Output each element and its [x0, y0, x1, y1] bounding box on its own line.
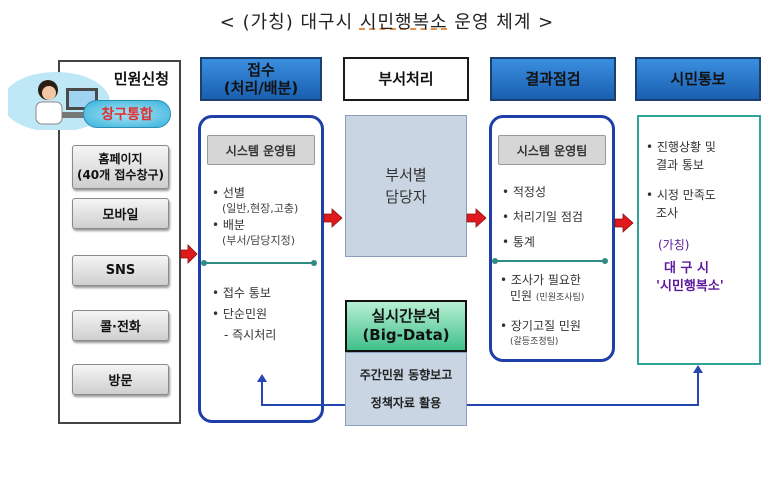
channel-homepage-sub: (40개 접수창구) — [76, 168, 165, 182]
arrow-reception-to-dept — [323, 208, 343, 228]
review-items: • 적정성 • 처리기일 점검 • 통계 — [502, 180, 612, 255]
bigdata-report: 주간민원 동향보고 — [359, 368, 453, 382]
reception-sort-sub: (일반,현장,고충) — [222, 202, 299, 215]
header-review: 결과점검 — [490, 57, 616, 101]
notify-item1b: 결과 통보 — [656, 158, 704, 172]
review-survey-2: 민원 — [510, 289, 533, 303]
review-divider-dot-left — [492, 258, 498, 264]
title-prefix: < (가칭) 대구시 — [219, 12, 360, 33]
notify-item1a: • 진행상황 및 — [646, 140, 716, 154]
notify-name-brand: '시민행복소' — [656, 279, 724, 294]
channel-mobile: 모바일 — [72, 198, 169, 229]
return-arrowhead-right — [693, 365, 703, 373]
bigdata-body: 주간민원 동향보고 정책자료 활용 — [345, 352, 467, 426]
review-longterm-sub: (갈등조정팀) — [510, 337, 559, 347]
reception-divider — [204, 262, 314, 264]
review-item-deadline: • 처리기일 점검 — [502, 210, 583, 224]
channel-homepage-label: 홈페이지 — [98, 152, 143, 166]
header-dept: 부서처리 — [343, 57, 469, 101]
arrow-dept-to-review — [466, 208, 487, 228]
header-reception-line1: 접수 — [247, 61, 275, 79]
reception-lower: • 접수 통보 • 단순민원 - 즉시처리 — [212, 283, 322, 346]
review-item-stats: • 통계 — [502, 235, 535, 249]
title-highlight: 시민행복소 — [359, 12, 448, 33]
header-reception: 접수 (처리/배분) — [200, 57, 322, 101]
channel-visit: 방문 — [72, 364, 169, 395]
reception-assign-text: • 배분 — [212, 218, 245, 232]
channel-homepage: 홈페이지 (40개 접수창구) — [72, 145, 169, 189]
bigdata-header: 실시간분석 (Big-Data) — [345, 300, 467, 352]
return-line-right — [467, 372, 699, 406]
diagram-title: < (가칭) 대구시 시민행복소 운영 체계 > — [0, 8, 774, 34]
unified-window-badge: 창구통합 — [83, 100, 171, 128]
reception-divider-dot-right — [311, 260, 317, 266]
notify-provisional: (가칭) — [658, 238, 690, 252]
reception-instant: - 즉시처리 — [224, 328, 277, 342]
notify-item2b: 조사 — [656, 206, 679, 220]
reception-sort: • 선별 (일반,현장,고충) • 배분 (부서/담당지정) — [212, 185, 322, 249]
notify-items: • 진행상황 및 결과 통보 • 시정 만족도 조사 (가칭) 대 구 시 '시… — [646, 138, 758, 296]
notify-name-city: 대 구 시 — [664, 261, 709, 276]
header-apply: 민원신청 — [113, 70, 169, 88]
notify-item2a: • 시정 만족도 — [646, 188, 716, 202]
review-divider — [495, 260, 605, 262]
dept-box-line1: 부서별 — [385, 166, 427, 184]
reception-sort-text: • 선별 — [212, 186, 245, 200]
reception-assign-sub: (부서/담당지정) — [222, 234, 296, 247]
review-survey-sub: (민원조사팀) — [535, 293, 585, 303]
arrow-review-to-notify — [614, 213, 634, 233]
title-suffix: 운영 체계 > — [447, 12, 555, 33]
review-item-adequacy: • 적정성 — [502, 185, 547, 199]
review-longterm: • 장기고질 민원 — [500, 319, 581, 333]
dept-box: 부서별 담당자 — [345, 115, 467, 257]
bigdata-title: 실시간분석 — [371, 307, 441, 325]
review-divider-dot-right — [602, 258, 608, 264]
header-reception-line2: (처리/배분) — [223, 79, 299, 97]
reception-box — [198, 115, 324, 423]
reception-divider-dot-left — [201, 260, 207, 266]
notify-box — [637, 115, 761, 365]
reception-team-label: 시스템 운영팀 — [207, 135, 315, 165]
reception-notice: • 접수 통보 — [212, 286, 271, 300]
review-lower: • 조사가 필요한 민원 (민원조사팀) • 장기고질 민원 (갈등조정팀) — [500, 272, 614, 350]
arrow-apply-to-reception — [180, 244, 198, 264]
bigdata-subtitle: (Big-Data) — [362, 326, 450, 344]
channel-sns: SNS — [72, 255, 169, 286]
reception-simple: • 단순민원 — [212, 307, 268, 321]
review-survey: • 조사가 필요한 — [500, 273, 581, 287]
review-team-label: 시스템 운영팀 — [498, 135, 606, 165]
bigdata-policy: 정책자료 활용 — [370, 396, 442, 410]
channel-call: 콜·전화 — [72, 310, 169, 341]
header-notify: 시민통보 — [635, 57, 761, 101]
agent-illustration — [8, 72, 110, 130]
dept-box-line2: 담당자 — [385, 188, 427, 206]
